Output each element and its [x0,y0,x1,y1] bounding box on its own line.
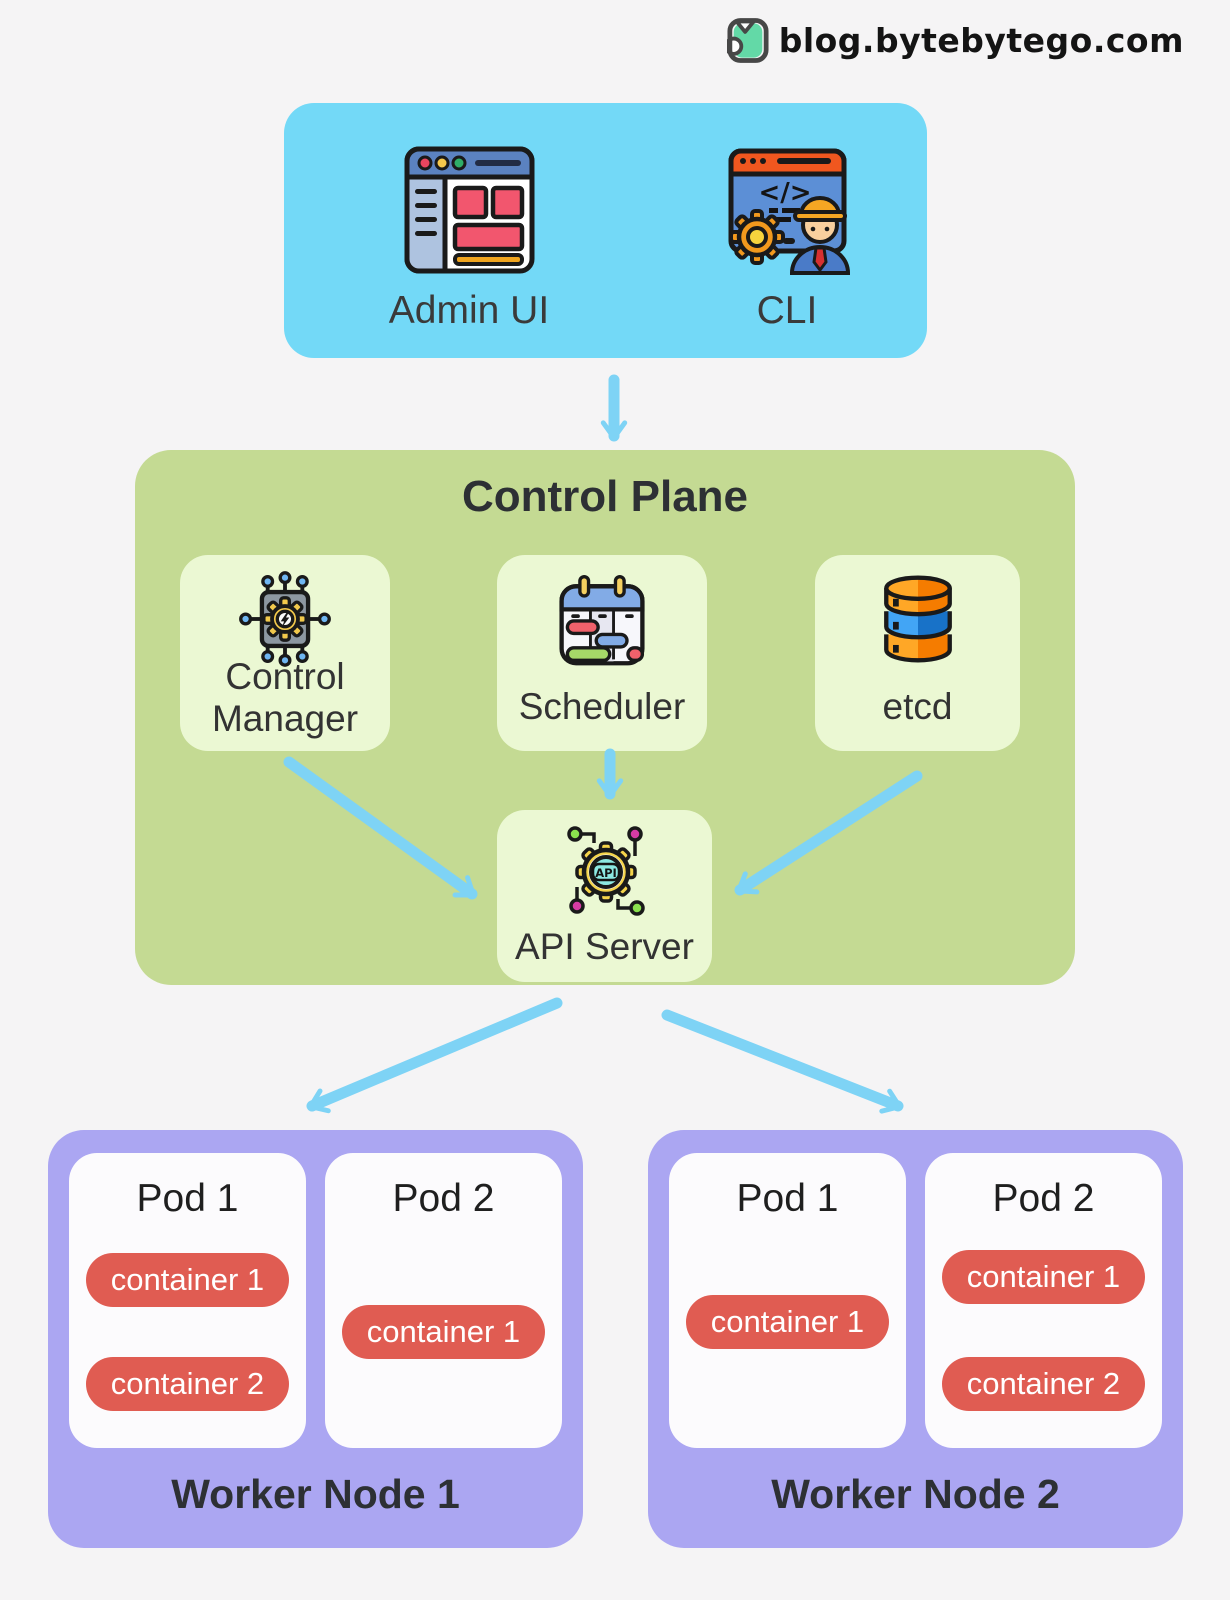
api-server-icon: API [566,826,645,916]
container-pill: container 1 [686,1295,889,1349]
api-icon-text: API [595,866,617,880]
component-etcd: etcd [815,555,1020,751]
container-pill: container 1 [942,1250,1145,1304]
arrow-api-server-to-worker-node-2 [661,1009,904,1114]
svg-text:</>: </> [758,178,811,208]
client-admin-ui: Admin UI [354,145,584,333]
worker-node-2-label: Worker Node 2 [771,1471,1060,1517]
component-scheduler: Scheduler [497,555,707,751]
client-cli: </> [672,145,902,333]
pod-title: Pod 1 [736,1177,839,1220]
gear-icon [728,209,785,265]
clients-box: Admin UI </> [284,103,927,358]
worker1-pod2: Pod 2 container 1 [325,1153,562,1448]
worker-node-2: Pod 1 container 1 Pod 2 container 1 cont… [648,1130,1183,1548]
container-pill: container 1 [342,1305,545,1359]
container-pill: container 1 [86,1253,289,1307]
worker2-pod1: Pod 1 container 1 [669,1153,906,1448]
worker-node-1: Pod 1 container 1 container 2 Pod 2 cont… [48,1130,583,1548]
pod-title: Pod 2 [392,1177,495,1220]
bytebytego-logo-icon [726,18,769,63]
component-control-manager: Control Manager [180,555,390,751]
control-manager-label: Control Manager [211,656,359,739]
scheduler-icon [559,575,645,666]
control-plane-box: Control Plane [135,450,1075,985]
control-manager-icon [239,571,331,667]
site-logo: blog.bytebytego.com [726,18,1184,63]
site-url: blog.bytebytego.com [778,21,1184,60]
etcd-database-icon [883,575,952,663]
pod-title: Pod 1 [136,1177,239,1220]
engineer-icon [789,196,850,275]
worker2-pod2: Pod 2 container 1 container 2 [925,1153,1162,1448]
worker1-pod1: Pod 1 container 1 container 2 [69,1153,306,1448]
control-plane-title: Control Plane [461,472,749,521]
container-pill: container 2 [86,1357,289,1411]
admin-ui-label: Admin UI [388,289,550,332]
scheduler-label: Scheduler [518,685,686,727]
component-api-server: API API Server [497,810,712,982]
cli-icon: </> [728,148,850,275]
pod-title: Pod 2 [992,1177,1095,1220]
api-server-label: API Server [515,926,694,967]
worker-node-1-label: Worker Node 1 [171,1471,460,1517]
admin-ui-icon [404,146,534,274]
cli-label: CLI [756,289,818,332]
arrow-api-server-to-worker-node-1 [306,997,563,1114]
etcd-label: etcd [882,685,953,727]
container-pill: container 2 [942,1357,1145,1411]
